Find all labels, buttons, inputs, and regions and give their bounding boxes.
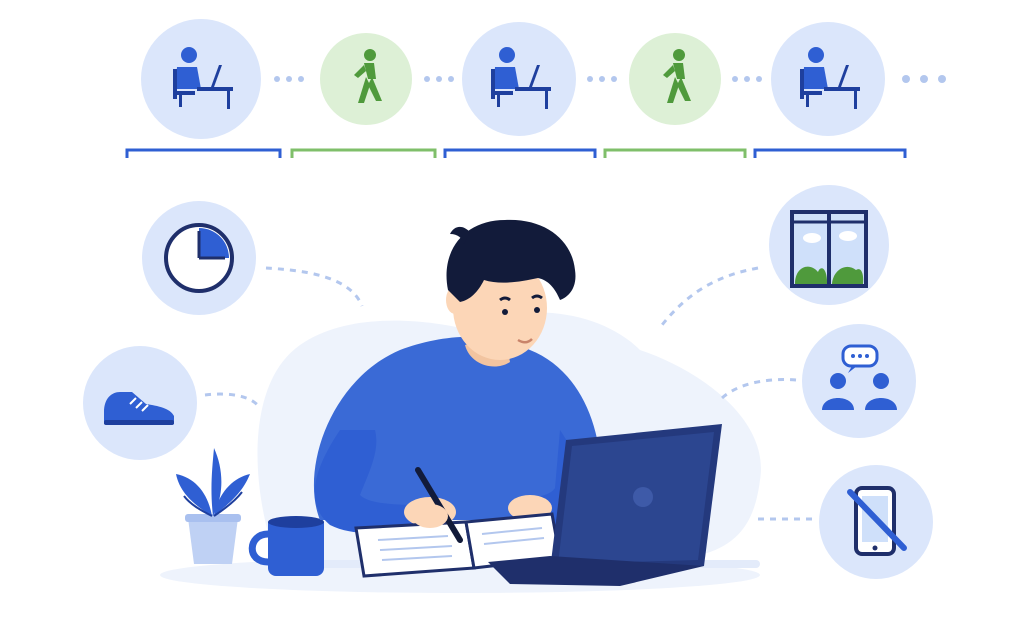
notebook-icon — [354, 512, 562, 578]
dots-connector — [587, 76, 617, 82]
hair — [446, 219, 576, 302]
dashed-connector — [204, 392, 262, 409]
tip-window — [769, 185, 889, 305]
main-scene — [176, 219, 760, 586]
potted-plant-icon — [176, 448, 250, 564]
person-at-desk-icon — [800, 47, 860, 109]
person-at-desk-icon — [491, 47, 551, 109]
dashed-connector — [721, 378, 797, 400]
chatting-people-icon — [822, 344, 897, 410]
timeline-brackets — [125, 148, 907, 158]
no-phone-icon — [847, 486, 907, 556]
walking-person-icon — [354, 49, 382, 103]
timeline-step-break-1 — [320, 33, 412, 125]
dots-connector — [732, 76, 762, 82]
dashed-connector — [660, 266, 759, 326]
walking-person-icon — [663, 49, 691, 103]
timeline-step-work-3 — [771, 22, 885, 136]
sneaker-icon — [104, 392, 174, 425]
dots-connector-trailing — [902, 75, 946, 83]
work-bracket — [125, 148, 282, 158]
dashed-connector — [265, 266, 364, 307]
work-bracket — [443, 148, 597, 158]
timeline-step-work-1 — [141, 19, 261, 139]
person-head — [446, 219, 576, 360]
break-bracket — [603, 148, 747, 158]
timeline — [125, 19, 946, 158]
timeline-step-break-2 — [629, 33, 721, 125]
window-view-icon — [790, 210, 868, 288]
tip-social — [802, 324, 916, 438]
timer-clock-icon — [164, 223, 234, 293]
timeline-step-work-2 — [462, 22, 576, 136]
laptop-icon — [488, 424, 722, 586]
tip-no-phone — [819, 465, 933, 579]
break-bracket — [290, 148, 437, 158]
tip-timer — [142, 201, 256, 315]
tips-right — [660, 185, 933, 579]
dots-connector — [424, 76, 454, 82]
dots-connector — [274, 76, 304, 82]
tip-movement — [83, 346, 197, 460]
person-at-desk-icon — [173, 47, 233, 109]
coffee-mug-icon — [248, 516, 324, 576]
tips-left — [83, 201, 364, 460]
person-writing — [313, 219, 602, 533]
work-bracket — [753, 148, 907, 158]
pen-icon — [415, 467, 463, 543]
